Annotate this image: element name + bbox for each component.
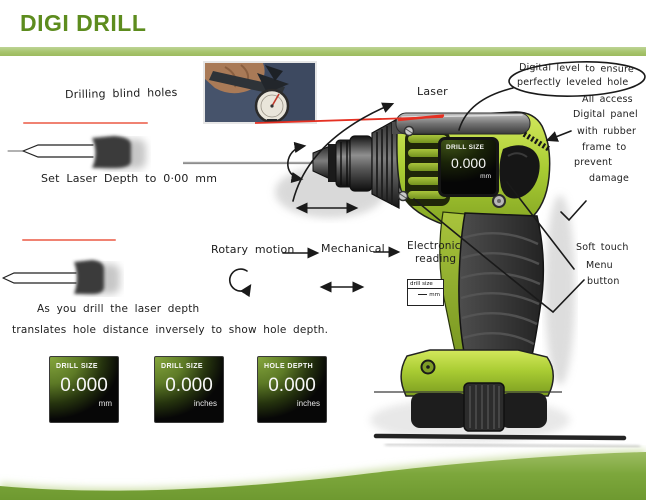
annotation-reading: reading <box>415 253 456 265</box>
display-label: DRILL SIZE <box>161 363 217 370</box>
display-drill-size-mm: DRILL SIZE 0.000 mm <box>49 356 119 423</box>
display-unit: inches <box>264 399 320 408</box>
sketch-readout-unit: mm <box>408 289 443 298</box>
page-title: DIGI DRILL <box>20 10 146 37</box>
annotation-laser: Laser <box>417 85 448 98</box>
display-unit: mm <box>56 399 112 408</box>
display-label: HOLE DEPTH <box>264 363 320 370</box>
annotation-as-you-drill-1: As you drill the laser depth <box>37 303 199 315</box>
annotation-digital-panel-5: damage <box>589 173 629 184</box>
display-unit: inches <box>161 399 217 408</box>
caliper-photo-inset <box>203 61 317 125</box>
annotation-drilling-blind-holes: Drilling blind holes <box>65 86 178 101</box>
sketch-readout-box: drill size mm <box>407 279 444 306</box>
drill-body-display: DRILL SIZE 0.000 mm <box>438 137 499 197</box>
ground-line <box>376 436 624 438</box>
annotation-digital-panel-4: prevent <box>574 157 612 168</box>
annotation-all-access: All access <box>582 94 633 105</box>
sketch-blind-hole-setup <box>8 86 147 210</box>
display-drill-size-inches: DRILL SIZE 0.000 inches <box>154 356 224 423</box>
annotation-soft-touch-3: button <box>587 276 620 287</box>
drill-display-value: 0.000 <box>446 155 491 171</box>
bottom-wave-decoration <box>0 450 646 500</box>
annotation-as-you-drill-2: translates hole distance inversely to sh… <box>12 324 328 336</box>
annotation-digital-panel-1: Digital panel <box>573 109 638 120</box>
drill-display-label: DRILL SIZE <box>446 144 491 151</box>
annotation-set-laser-depth: Set Laser Depth to 0·00 mm <box>41 172 217 185</box>
digital-panel-arrow <box>548 131 571 140</box>
rotary-circular-arrow <box>230 269 250 291</box>
drill-display-unit: mm <box>446 173 491 180</box>
display-hole-depth: HOLE DEPTH 0.000 inches <box>257 356 327 423</box>
annotation-digital-panel-2: with rubber <box>577 126 636 137</box>
annotation-electronic: Electronic <box>407 240 461 252</box>
annotation-soft-touch-2: Menu <box>586 260 613 271</box>
display-label: DRILL SIZE <box>56 363 112 370</box>
annotation-rotary-motion: Rotary motion <box>211 243 295 256</box>
display-value: 0.000 <box>264 375 320 397</box>
annotation-soft-touch-1: Soft touch <box>576 242 629 253</box>
display-value: 0.000 <box>161 375 217 397</box>
annotation-mechanical: Mechanical <box>321 242 385 255</box>
annotation-digital-level-1: Digital level to ensure <box>519 62 634 75</box>
title-underline-bar <box>0 47 646 56</box>
display-value: 0.000 <box>56 375 112 397</box>
sketch-readout-label: drill size <box>408 280 443 289</box>
annotation-digital-panel-3: frame to <box>582 142 626 153</box>
annotation-digital-level-2: perfectly leveled hole <box>517 77 628 88</box>
